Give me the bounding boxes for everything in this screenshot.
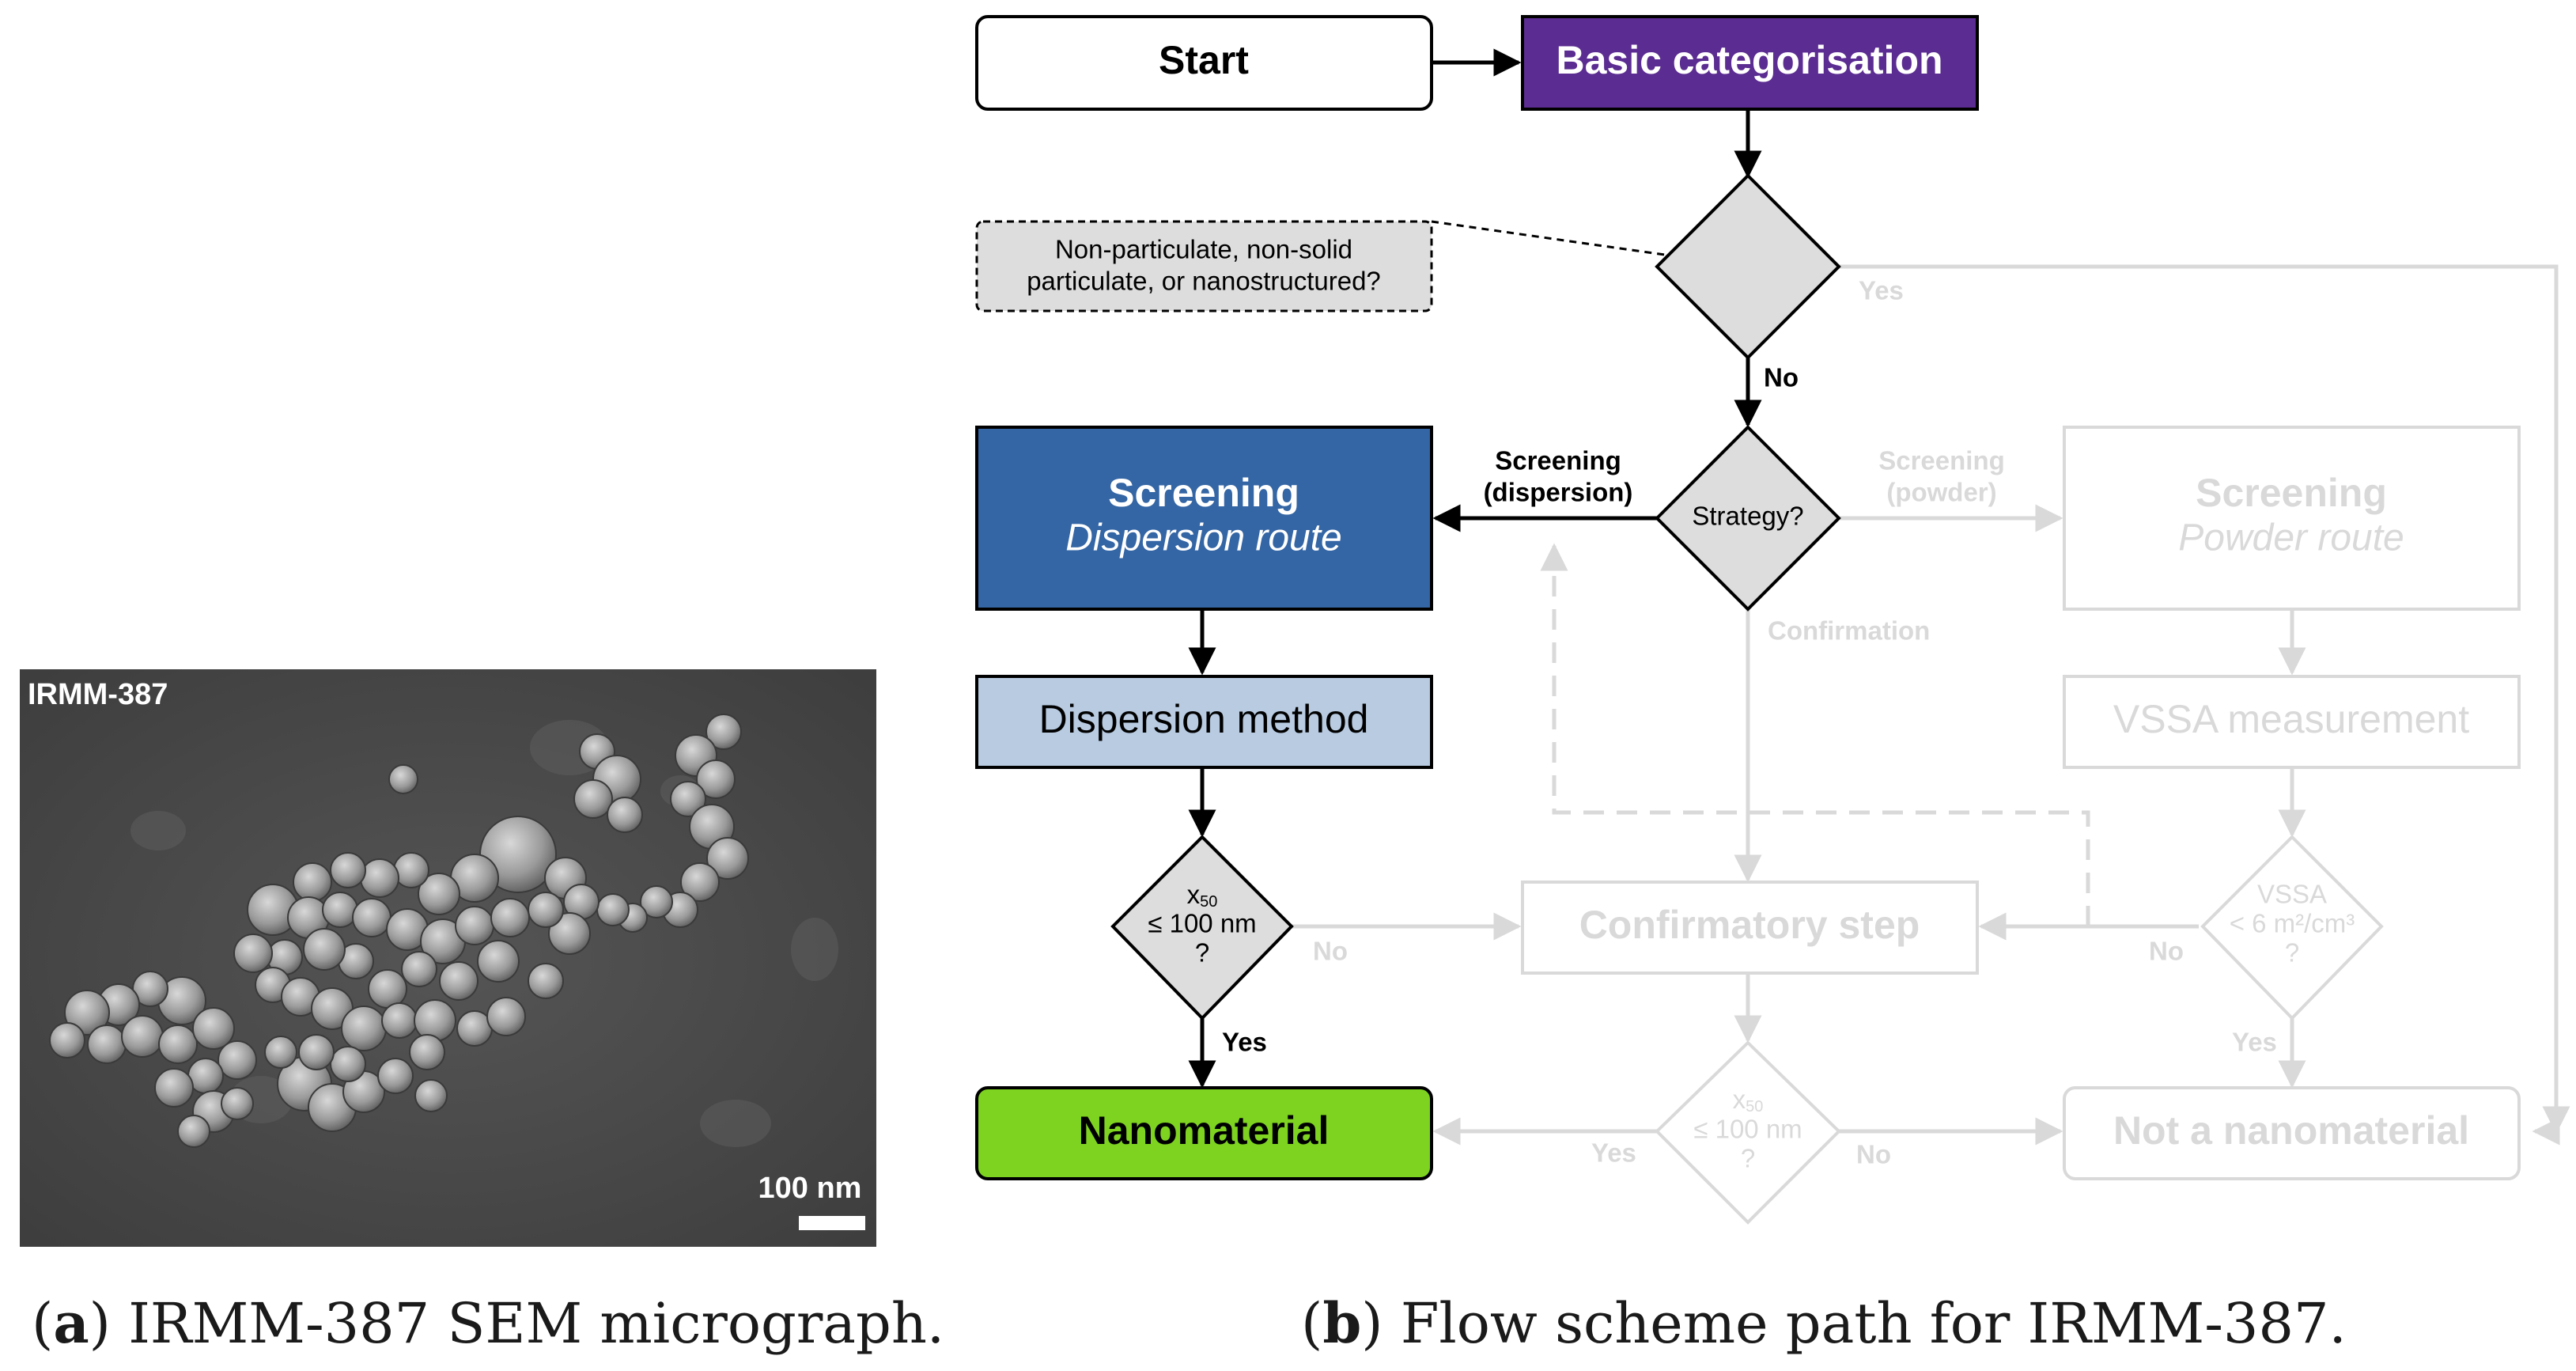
active-connectors [1188,48,1762,1089]
strategy-label: Strategy? [1692,502,1803,531]
second-x50-yes-label: Yes [1591,1138,1636,1168]
second-x50-line1: x50 [1733,1085,1764,1116]
vssa-decision-line1: VSSA [2257,880,2327,909]
screening-dispersion-subtitle: Dispersion route [1065,517,1342,559]
dashed-loop-connector [1540,543,2090,926]
screening-dispersion-title: Screening [1108,471,1299,515]
vssa-decision-line3: ? [2285,938,2299,968]
sample-label: IRMM-387 [28,678,168,711]
caption-a: (a) IRMM-387 SEM micrograph. [32,1290,944,1356]
vssa-no-label: No [2149,937,2184,966]
x50-decision: x50 ≤ 100 nm ? [1110,835,1294,1021]
question-note: Non-particulate, non-solid particulate, … [975,220,1433,312]
not-a-nanomaterial-node: Not a nanomaterial [2063,1086,2521,1180]
second-x50-no-label: No [1856,1140,1891,1169]
confirmatory-step-label: Confirmatory step [1579,903,1920,947]
screening-dispersion-edge-line2: (dispersion) [1484,478,1633,507]
confirmatory-step-node: Confirmatory step [1521,881,1979,975]
screening-powder-title: Screening [2196,471,2387,515]
dispersion-method-label: Dispersion method [1039,697,1369,741]
screening-dispersion-edge-line1: Screening [1495,446,1621,475]
basic-categorisation-node: Basic categorisation [1521,15,1979,111]
basic-categorisation-label: Basic categorisation [1556,38,1942,82]
vssa-measurement-label: VSSA measurement [2113,697,2469,741]
x50-no-label: No [1313,937,1348,966]
screening-powder-subtitle: Powder route [2178,517,2404,559]
confirmation-edge-label: Confirmation [1768,616,1930,646]
vssa-decision: VSSA < 6 m²/cm³ ? [2200,835,2384,1021]
start-label: Start [1159,38,1249,82]
scale-bar [799,1216,865,1230]
not-a-nanomaterial-label: Not a nanomaterial [2113,1108,2469,1153]
question-note-line1: Non-particulate, non-solid [1055,235,1352,264]
second-x50-decision: x50 ≤ 100 nm ? [1655,1040,1841,1225]
second-x50-line2: ≤ 100 nm [1693,1115,1802,1144]
nanomaterial-node: Nanomaterial [975,1086,1433,1180]
start-node: Start [975,15,1433,111]
scale-bar-label: 100 nm [758,1172,862,1205]
sem-micrograph: IRMM-387 100 nm [20,669,876,1247]
second-x50-line3: ? [1741,1144,1755,1173]
screening-powder-node: Screening Powder route [2063,426,2521,611]
x50-label-line2: ≤ 100 nm [1148,909,1256,938]
caption-b: (b) Flow scheme path for IRMM-387. [1301,1290,2347,1356]
top-no-label: No [1764,363,1799,392]
nanomaterial-label: Nanomaterial [1079,1108,1330,1153]
screening-powder-edge-line1: Screening [1878,446,2005,475]
x50-label-line3: ? [1195,938,1209,968]
strategy-decision: Strategy? [1655,425,1841,612]
x50-label-line1: x50 [1187,880,1218,911]
x50-yes-label: Yes [1222,1028,1267,1057]
vssa-yes-label: Yes [2232,1028,2277,1057]
dispersion-method-node: Dispersion method [975,675,1433,769]
top-decision-diamond [1655,173,1841,360]
particle-agglomerate [49,714,749,1148]
question-note-line2: particulate, or nanostructured? [1027,267,1381,296]
top-yes-label: Yes [1859,276,1904,305]
vssa-decision-line2: < 6 m²/cm³ [2230,909,2355,938]
inactive-connectors [1292,264,2570,1146]
flow-scheme: Start Basic categorisation Non-particula… [975,15,2570,1225]
screening-powder-edge-line2: (powder) [1886,478,1996,507]
screening-dispersion-node: Screening Dispersion route [975,426,1433,611]
vssa-measurement-node: VSSA measurement [2063,675,2521,769]
